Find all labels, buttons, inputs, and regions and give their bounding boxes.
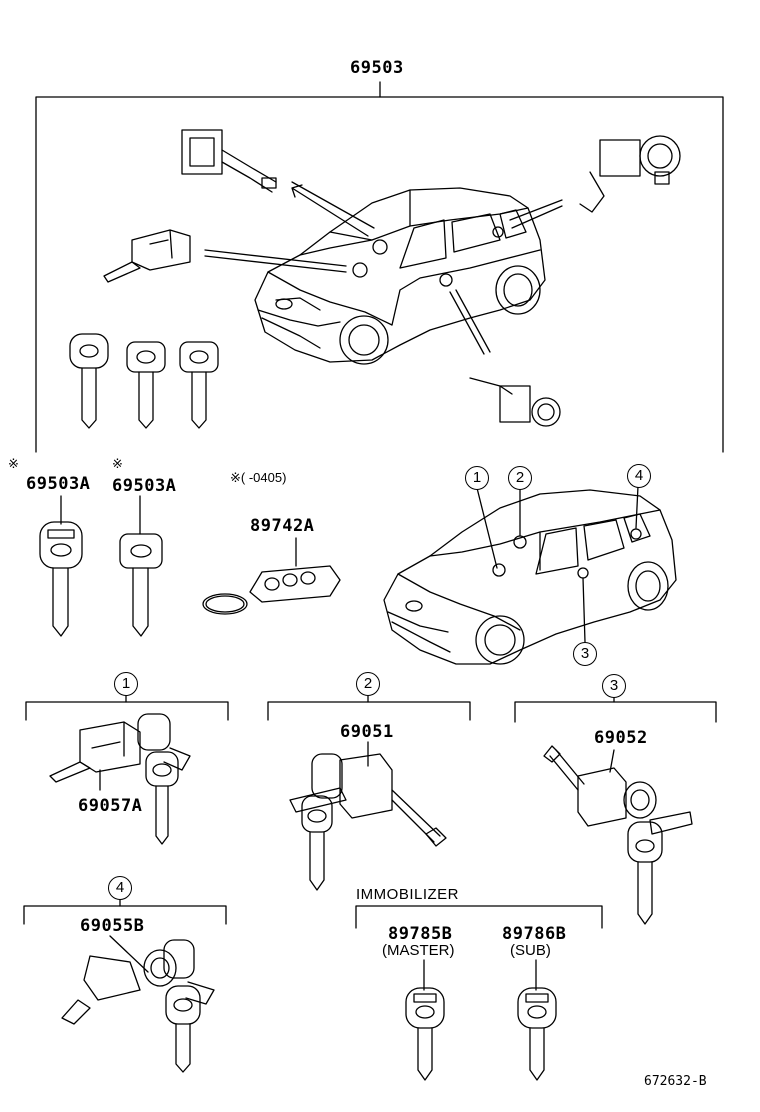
group-number-2: 2 xyxy=(356,672,380,696)
group1-part-number: 69057A xyxy=(78,796,143,816)
main-assembly-frame xyxy=(35,81,724,453)
immobilizer-title: IMMOBILIZER xyxy=(356,886,460,903)
group-number-3: 3 xyxy=(602,674,626,698)
immobilizer-keys xyxy=(405,959,557,1081)
group2-door-lock-assy xyxy=(289,741,447,891)
group-brackets xyxy=(23,695,717,929)
group4-part-number: 69055B xyxy=(80,916,145,936)
asterisk-mark-1: ※ xyxy=(8,456,19,471)
locator-car-illustration xyxy=(383,485,677,665)
back-door-lock-cylinder xyxy=(469,377,561,427)
group3-door-lock-assy xyxy=(543,745,693,925)
location-marker-3: 3 xyxy=(573,642,597,666)
asterisk-mark-2: ※ xyxy=(112,456,123,471)
sub-key-label: (SUB) xyxy=(510,942,551,959)
location-marker-1: 1 xyxy=(465,466,489,490)
ignition-cylinder-top xyxy=(181,129,277,193)
spare-keys xyxy=(39,495,163,637)
diagram-id: 672632-B xyxy=(644,1074,707,1089)
door-lock-cylinder-left xyxy=(103,229,191,283)
group4-back-door-lock-assy xyxy=(61,935,215,1073)
sub-key-part-number: 89786B xyxy=(502,924,567,944)
group3-part-number: 69052 xyxy=(594,728,648,748)
group1-ignition-assy xyxy=(49,713,191,845)
master-key-label: (MASTER) xyxy=(382,942,455,959)
location-marker-4: 4 xyxy=(627,464,651,488)
callout-arrows xyxy=(204,181,563,355)
group-number-4: 4 xyxy=(108,876,132,900)
group2-part-number: 69051 xyxy=(340,722,394,742)
group-number-1: 1 xyxy=(114,672,138,696)
callout-key-a1: 69503A xyxy=(26,474,91,494)
main-keys xyxy=(69,333,219,429)
door-lock-cylinder-right xyxy=(579,135,681,213)
callout-key-a2: 69503A xyxy=(112,476,177,496)
callout-remote: 89742A xyxy=(250,516,315,536)
remote-transmitter xyxy=(202,537,341,615)
main-part-number: 69503 xyxy=(350,58,404,78)
master-key-part-number: 89785B xyxy=(388,924,453,944)
location-marker-2: 2 xyxy=(508,466,532,490)
remote-model-note: ※( -0405) xyxy=(230,470,287,485)
top-car-illustration xyxy=(254,187,546,365)
